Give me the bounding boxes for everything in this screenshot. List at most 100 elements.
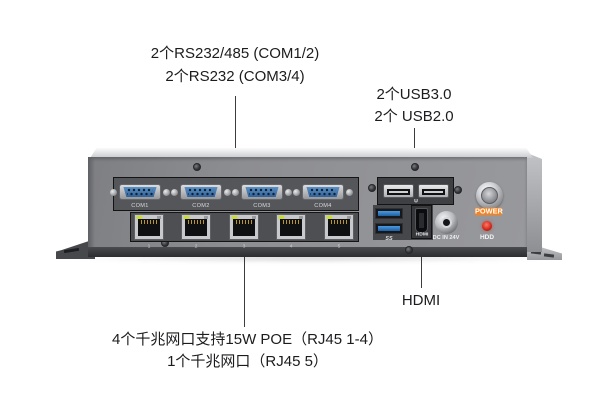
- lan-port-tag: 5: [337, 243, 341, 249]
- chassis-left-edge: [88, 157, 95, 248]
- chassis-bottom-edge: [88, 247, 527, 257]
- serial-annotation-line2: 2个RS232 (COM3/4): [165, 68, 305, 85]
- usb-tongue: [389, 191, 408, 193]
- rj45-socket: [233, 219, 255, 236]
- rj45-pins: [331, 220, 347, 224]
- jack-screw: [346, 189, 353, 196]
- dc-power-jack: [435, 211, 458, 234]
- db9-pins: [249, 188, 275, 196]
- rj45-pins: [141, 220, 157, 224]
- rj45-pins: [283, 220, 299, 224]
- db9-pins: [310, 188, 336, 196]
- callout-line-serial: [235, 96, 236, 177]
- rj45-pins: [188, 220, 204, 224]
- serial-port-com2: COM2: [171, 181, 231, 209]
- serial-ports-annotation: 2个RS232/485 (COM1/2) 2个RS232 (COM3/4): [110, 42, 360, 88]
- rj45-socket: [185, 219, 207, 236]
- ethernet-port-1: [134, 214, 164, 240]
- screw: [411, 163, 419, 171]
- hdd-label: HDD: [479, 233, 495, 241]
- com-port-label: COM3: [253, 201, 271, 209]
- com-port-label: COM4: [314, 201, 332, 209]
- serial-port-com4: COM4: [293, 181, 353, 209]
- hdmi-annotation: HDMI: [401, 292, 441, 309]
- usb2-port-1: [383, 184, 414, 198]
- db9-connector: [241, 184, 283, 200]
- jack-screw: [171, 189, 178, 196]
- ethernet-port-4: [276, 214, 306, 240]
- activity-led: [157, 216, 161, 219]
- usb2-port-2: [418, 184, 449, 198]
- serial-port-com1: COM1: [110, 181, 170, 209]
- chassis-top-edge: [90, 148, 533, 158]
- dc-input-mark: DC IN 24V: [432, 233, 460, 241]
- usb3-tongue: [378, 211, 400, 216]
- db9-connector: [119, 184, 161, 200]
- usb-icon: Ψ: [413, 198, 419, 204]
- usb-annotation-line2: 2个 USB2.0: [374, 108, 454, 125]
- callout-line-lan: [244, 243, 245, 327]
- com-port-label: COM2: [192, 201, 210, 209]
- link-led: [279, 216, 284, 219]
- link-led: [184, 216, 189, 219]
- jack-screw: [163, 189, 170, 196]
- hdmi-port-mark: HDMI: [415, 231, 429, 237]
- link-led: [327, 216, 332, 219]
- hdmi-port: [415, 208, 428, 233]
- db9-pins: [127, 188, 153, 196]
- db9-connector: [180, 184, 222, 200]
- device-shadow: [62, 254, 554, 262]
- jack-screw: [293, 189, 300, 196]
- db9-connector: [302, 184, 344, 200]
- com-port-label: COM1: [131, 201, 149, 209]
- jack-screw: [285, 189, 292, 196]
- jack-screw: [232, 189, 239, 196]
- rj45-socket: [280, 219, 302, 236]
- lan-annotation-line1: 4个千兆网口支持15W POE（RJ45 1-4）: [112, 331, 383, 348]
- usb-ports-annotation: 2个USB3.0 2个 USB2.0: [344, 84, 484, 128]
- lan-port-tag: 3: [242, 243, 246, 249]
- jack-screw: [224, 189, 231, 196]
- usb3-port-1: [375, 208, 403, 219]
- rj45-socket: [138, 219, 160, 236]
- activity-led: [252, 216, 256, 219]
- activity-led: [204, 216, 208, 219]
- screw: [405, 246, 413, 254]
- serial-port-com3: COM3: [232, 181, 292, 209]
- callout-line-hdmi: [421, 240, 422, 288]
- jack-screw: [110, 189, 117, 196]
- lan-annotation-line2: 1个千兆网口（RJ45 5）: [167, 353, 328, 370]
- rj45-socket: [328, 219, 350, 236]
- power-label: POWER: [474, 206, 503, 216]
- activity-led: [299, 216, 303, 219]
- chassis-side-panel: [527, 153, 542, 252]
- hdd-led: [482, 221, 492, 231]
- dc-jack-pin: [441, 217, 452, 228]
- rj45-pins: [236, 220, 252, 224]
- usb3-superspeed-mark: SS: [385, 235, 393, 241]
- serial-annotation-line1: 2个RS232/485 (COM1/2): [150, 45, 320, 62]
- usb3-tongue: [378, 226, 400, 231]
- ethernet-port-2: [181, 214, 211, 240]
- lan-port-tag: 2: [194, 243, 198, 249]
- usb3-port-2: [375, 223, 403, 234]
- screw: [193, 163, 201, 171]
- usb2-port-panel: Ψ: [377, 177, 454, 205]
- screw: [454, 186, 462, 194]
- ethernet-port-3: [229, 214, 259, 240]
- power-button: [476, 182, 503, 209]
- power-button-cap: [481, 187, 498, 204]
- hdmi-port-panel: HDMI: [411, 205, 432, 239]
- lan-port-tag: 4: [289, 243, 293, 249]
- activity-led: [347, 216, 351, 219]
- usb-annotation-line1: 2个USB3.0: [376, 86, 452, 103]
- lan-ports-annotation: 4个千兆网口支持15W POE（RJ45 1-4） 1个千兆网口（RJ45 5）: [85, 329, 410, 373]
- hdmi-slot: [419, 213, 424, 228]
- link-led: [137, 216, 142, 219]
- usb-tongue: [424, 191, 443, 193]
- screw: [368, 184, 376, 192]
- ethernet-port-5: [324, 214, 354, 240]
- lan-port-tag: 1: [147, 243, 151, 249]
- link-led: [232, 216, 237, 219]
